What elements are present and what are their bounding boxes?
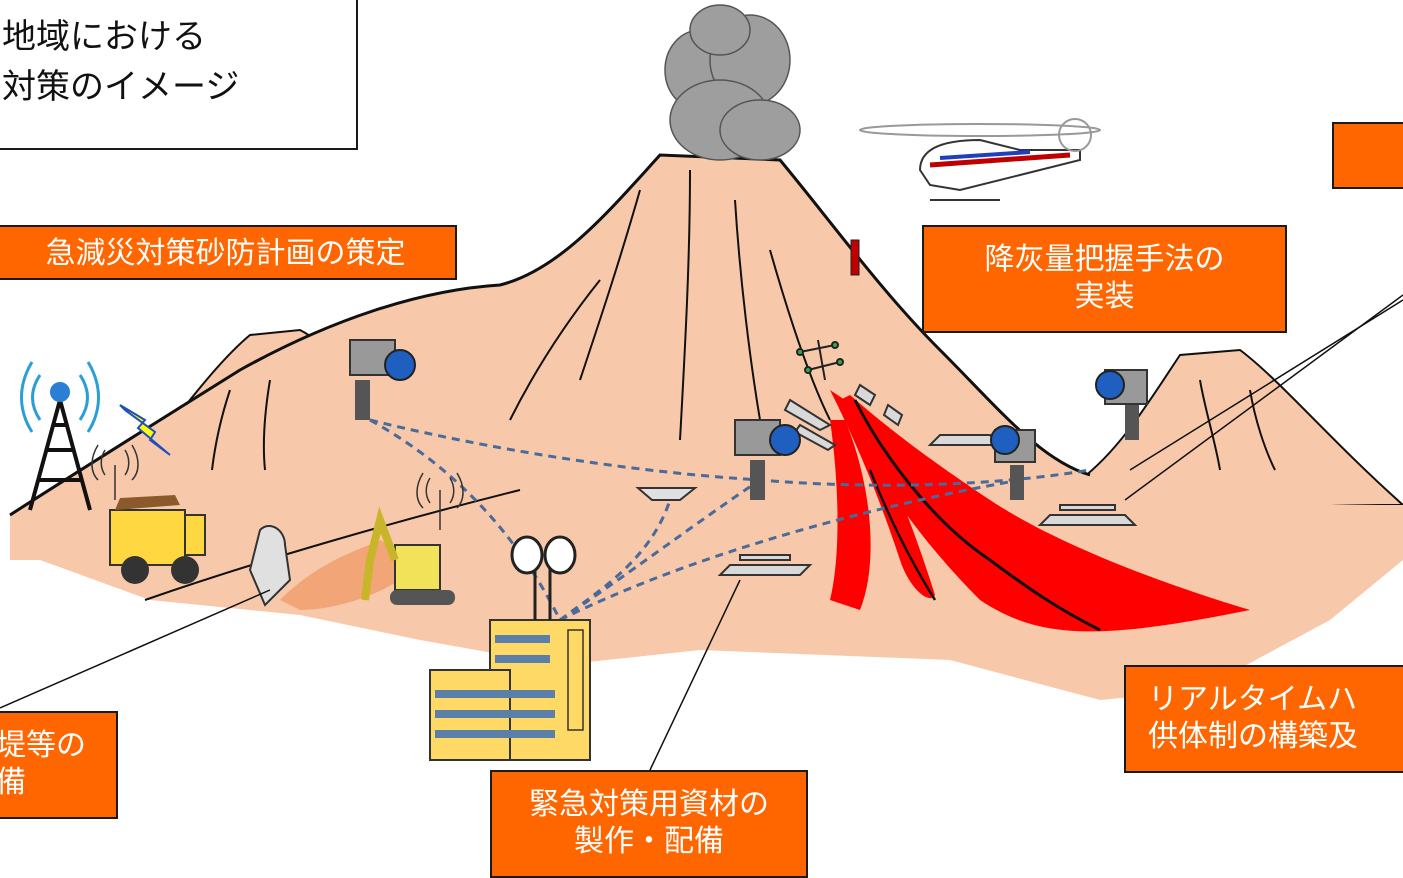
title-line-1: 地域における: [2, 17, 206, 57]
observation-pole-icon: [850, 239, 860, 276]
label-ashfall-line-1: 降灰量把握手法の: [984, 242, 1225, 277]
excavator-icon: [361, 506, 455, 605]
sabo-dam-left: [248, 525, 292, 607]
lava-flow: [830, 390, 1250, 632]
monitoring-camera-icon: [349, 339, 416, 420]
sabo-dam-center: [635, 487, 698, 501]
wire-sensor-icon: [796, 339, 844, 381]
valley-line: [144, 489, 521, 601]
label-materials: 緊急対策用資材の 製作・配備: [490, 770, 808, 878]
smoke-plume: [664, 4, 801, 161]
callout-lines: [0, 294, 1403, 771]
label-embankment-line-1: 堤等の: [0, 728, 86, 763]
monitoring-camera-icon-4: [1095, 369, 1148, 440]
title-box: 地域における 対策のイメージ: [0, 0, 358, 150]
label-ashfall: 降灰量把握手法の 実装: [922, 225, 1287, 333]
title-line-2: 対策のイメージ: [2, 67, 240, 107]
label-embankment: 堤等の 備: [0, 711, 118, 819]
concrete-blocks: [717, 383, 1138, 576]
dump-truck-icon: [109, 495, 206, 584]
monitoring-camera-icon-3: [990, 425, 1036, 500]
label-materials-line-2: 製作・配備: [574, 824, 724, 859]
monitoring-camera-icon-2: [734, 419, 801, 500]
right-mountain: [1079, 348, 1403, 506]
antenna-mast-icon: [510, 535, 577, 620]
helicopter-icon: [859, 118, 1101, 201]
label-realtime-line-1: リアルタイムハ: [1148, 682, 1358, 717]
label-embankment-line-2: 備: [0, 764, 116, 801]
label-realtime: リアルタイムハ 供体制の構築及: [1124, 665, 1403, 773]
ash-deposit: [280, 540, 420, 610]
office-building-icon: [429, 619, 591, 761]
lightning-icon: [119, 404, 171, 456]
label-realtime-line-2: 供体制の構築及: [1148, 719, 1358, 754]
label-ashfall-line-2: 実装: [1074, 279, 1135, 314]
label-sabo-plan: 急減災対策砂防計画の策定: [0, 225, 457, 280]
volcano-outline: [9, 153, 1091, 517]
lava-channel-line: [853, 399, 1101, 632]
signal-icon: [91, 444, 464, 530]
lava-channel-line-2: [868, 469, 937, 601]
label-top-right: [1332, 122, 1403, 189]
ridge-lines: [211, 169, 1276, 471]
label-sabo-plan-text: 急減災対策砂防計画の策定: [45, 236, 406, 271]
label-materials-line-1: 緊急対策用資材の: [529, 787, 769, 822]
radio-tower-icon: [20, 361, 100, 511]
